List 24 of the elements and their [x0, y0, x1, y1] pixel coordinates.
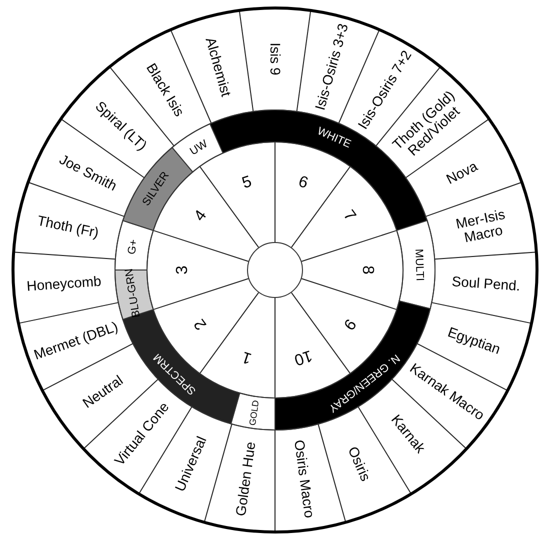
- sector-number: 4: [190, 207, 210, 225]
- sector-label: Joe Smith: [44, 145, 132, 200]
- sector-label: Mermet (DBL): [31, 318, 122, 363]
- sector-label: Osiris Macro: [290, 433, 318, 525]
- sector-number: 10: [292, 346, 315, 369]
- sector-label: Soul Pend.: [440, 274, 531, 296]
- sector-number: 6: [296, 172, 310, 192]
- sector-number: 2: [190, 315, 210, 333]
- sector-label: Thoth (Fr): [22, 210, 114, 244]
- band-label: UW: [188, 138, 210, 158]
- band-label: BLU-GRN: [122, 267, 143, 318]
- sector-label: Golden Hue: [232, 433, 260, 525]
- sector-label: Isis 9: [267, 14, 283, 104]
- sector-number: 9: [340, 315, 360, 333]
- band-label: G+: [126, 239, 140, 256]
- sector-number: 5: [240, 172, 254, 192]
- band-label: MULTI: [412, 248, 426, 282]
- sector-label: Honeycomb: [19, 274, 110, 296]
- sector-label: Mer-Isis Macro: [434, 202, 529, 252]
- sector-number: 8: [358, 266, 376, 274]
- sector-number: 3: [174, 266, 192, 274]
- sector-label: Osiris: [334, 419, 384, 508]
- sector-number: 7: [340, 207, 360, 225]
- sector-number: 1: [240, 348, 254, 368]
